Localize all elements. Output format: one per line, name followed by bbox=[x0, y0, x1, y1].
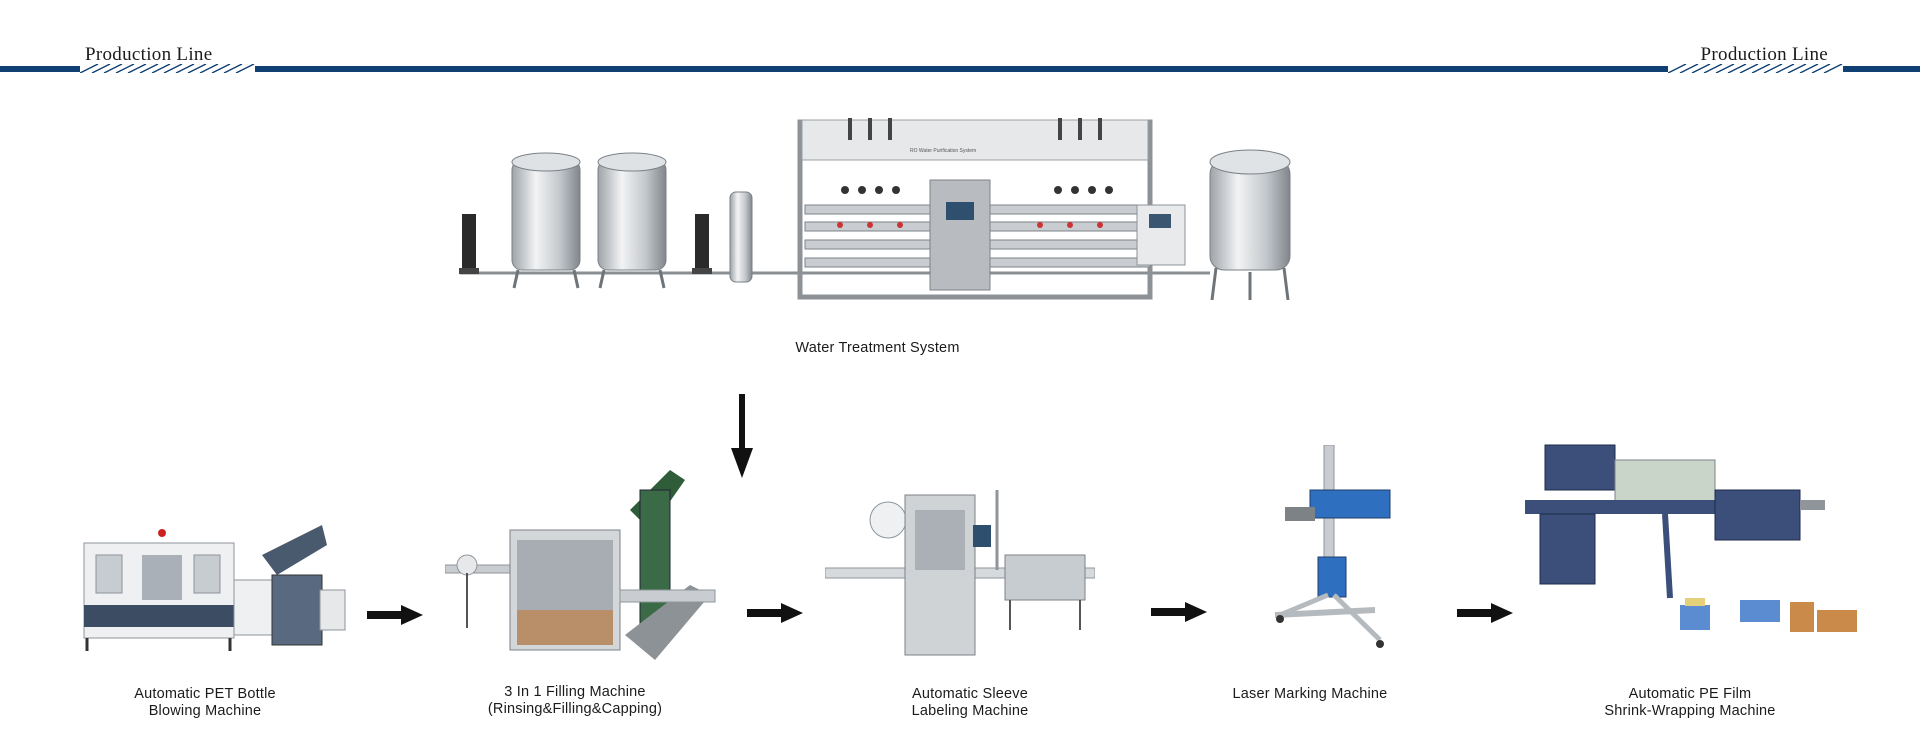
filling-machine-illustration bbox=[445, 470, 716, 660]
water-treatment-system-illustration: RO Water Purification System bbox=[459, 118, 1291, 301]
header-hatch-left bbox=[80, 64, 255, 73]
blowing-machine-label-line1: Automatic PET Bottle bbox=[134, 686, 276, 702]
right-arrow-icon bbox=[367, 605, 423, 625]
shrink-wrapping-machine-label: Automatic PE Film Shrink-Wrapping Machin… bbox=[1575, 686, 1805, 720]
shrink-wrapping-machine-label-line1: Automatic PE Film bbox=[1628, 686, 1752, 702]
blowing-machine-label-line2: Blowing Machine bbox=[148, 703, 262, 719]
right-arrow-icon bbox=[747, 603, 803, 623]
sleeve-labeling-machine-label-line2: Labeling Machine bbox=[911, 703, 1029, 719]
header-title-right: Production Line bbox=[1700, 44, 1828, 65]
sleeve-labeling-machine-label: Automatic Sleeve Labeling Machine bbox=[860, 686, 1080, 720]
header-divider bbox=[0, 66, 1920, 72]
laser-marking-machine-label: Laser Marking Machine bbox=[1200, 686, 1420, 703]
water-treatment-label: Water Treatment System bbox=[795, 340, 960, 356]
laser-marking-machine-illustration bbox=[1274, 445, 1391, 648]
header-hatch-right bbox=[1668, 64, 1843, 73]
blowing-machine-label: Automatic PET Bottle Blowing Machine bbox=[95, 686, 315, 720]
sleeve-labeling-machine-label-line1: Automatic Sleeve bbox=[911, 686, 1029, 702]
right-arrow-icon bbox=[1457, 603, 1513, 623]
ro-panel-text: RO Water Purification System bbox=[910, 148, 976, 154]
blowing-machine-illustration bbox=[83, 525, 346, 651]
right-arrow-icon bbox=[1151, 602, 1207, 622]
shrink-wrapping-machine-illustration bbox=[1525, 444, 1857, 632]
filling-machine-label-line2: (Rinsing&Filling&Capping) bbox=[487, 701, 663, 717]
filling-machine-label: 3 In 1 Filling Machine (Rinsing&Filling&… bbox=[460, 684, 690, 718]
down-arrow-icon bbox=[731, 394, 753, 478]
header-title-left: Production Line bbox=[85, 44, 213, 65]
shrink-wrapping-machine-label-line2: Shrink-Wrapping Machine bbox=[1604, 703, 1776, 719]
sleeve-labeling-machine-illustration bbox=[825, 490, 1095, 656]
filling-machine-label-line1: 3 In 1 Filling Machine bbox=[504, 684, 646, 700]
laser-marking-machine-label-line1: Laser Marking Machine bbox=[1232, 686, 1388, 702]
